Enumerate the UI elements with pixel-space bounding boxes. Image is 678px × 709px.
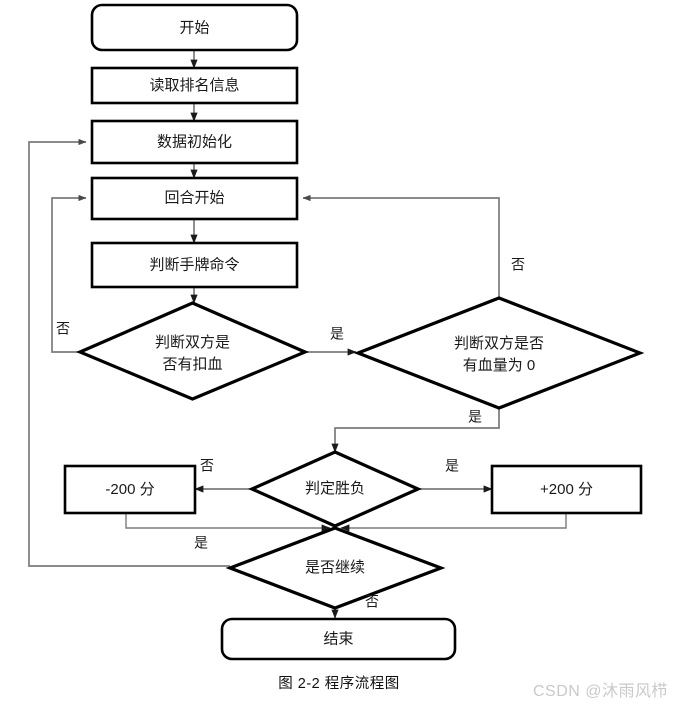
branch-label-damage-no: 否 (56, 321, 70, 337)
node-round-start-shape (90, 176, 299, 221)
node-init-data-label: 数据初始化 (157, 133, 232, 150)
branch-label-hp-zero-no: 否 (511, 257, 525, 273)
node-check-damage-shape (75, 301, 310, 401)
branch-label-result-yes: 是 (445, 458, 459, 474)
node-judge-result-shape (248, 450, 422, 528)
node-check-hp-zero[interactable]: 判断双方是否 有血量为 0 (353, 296, 645, 410)
node-score-plus[interactable]: +200 分 (490, 464, 643, 515)
node-score-minus-label: -200 分 (105, 481, 154, 498)
node-judge-hand-shape (90, 241, 299, 289)
node-read-rank[interactable]: 读取排名信息 (90, 66, 299, 105)
csdn-watermark: CSDN @沐雨风栉 (532, 683, 668, 700)
node-end[interactable]: 结束 (220, 617, 457, 661)
node-start-shape (90, 3, 299, 52)
node-round-start-label: 回合开始 (164, 189, 224, 206)
node-layer: 开始 读取排名信息 数据初始化 回合开始 判断手牌命令 (63, 3, 645, 661)
node-check-damage-label-line2: 否有扣血 (162, 356, 222, 373)
connector-hp-zero-no-to-round-start (302, 194, 500, 298)
node-continue-shape (225, 526, 446, 610)
node-continue-label: 是否继续 (305, 559, 365, 576)
node-judge-result[interactable]: 判定胜负 (248, 450, 422, 528)
node-judge-result-label: 判定胜负 (305, 480, 365, 497)
node-check-hp-zero-label-line2: 有血量为 0 (463, 357, 536, 374)
node-judge-hand[interactable]: 判断手牌命令 (90, 241, 299, 289)
connector-damage-no-to-round-start (51, 194, 87, 353)
node-score-plus-label: +200 分 (540, 481, 593, 498)
figure-caption: 图 2-2 程序流程图 (278, 676, 400, 692)
branch-label-damage-yes: 是 (330, 326, 344, 342)
node-read-rank-label: 读取排名信息 (149, 77, 239, 94)
branch-label-continue-yes: 是 (194, 535, 208, 551)
node-check-damage-label-line1: 判断双方是 (155, 334, 230, 351)
branch-label-result-no: 否 (200, 458, 214, 474)
node-start-label: 开始 (179, 19, 209, 36)
node-check-hp-zero-shape (353, 296, 645, 410)
branch-label-continue-no: 否 (365, 594, 379, 610)
node-continue[interactable]: 是否继续 (225, 526, 446, 610)
node-round-start[interactable]: 回合开始 (90, 176, 299, 221)
node-read-rank-shape (90, 66, 299, 105)
connector-score-plus-to-merge (340, 513, 567, 532)
node-end-label: 结束 (323, 630, 353, 647)
node-judge-hand-label: 判断手牌命令 (149, 255, 239, 273)
connector-score-minus-to-merge (125, 513, 331, 532)
branch-label-hp-zero-yes: 是 (468, 409, 482, 425)
branch-label-layer: 否 是 否 是 否 是 是 否 (56, 257, 525, 610)
node-end-shape (220, 617, 457, 661)
connector-continue-yes-to-init-data (28, 138, 230, 567)
node-init-data-shape (90, 119, 299, 165)
node-init-data[interactable]: 数据初始化 (90, 119, 299, 165)
node-start[interactable]: 开始 (90, 3, 299, 52)
node-check-hp-zero-label-line1: 判断双方是否 (454, 335, 544, 352)
connector-hp-zero-yes-to-judge-result (331, 408, 500, 453)
node-score-plus-shape (490, 464, 643, 515)
node-score-minus-shape (63, 464, 197, 515)
connector-layer (28, 50, 567, 619)
node-check-damage[interactable]: 判断双方是 否有扣血 (75, 301, 310, 401)
node-score-minus[interactable]: -200 分 (63, 464, 197, 515)
